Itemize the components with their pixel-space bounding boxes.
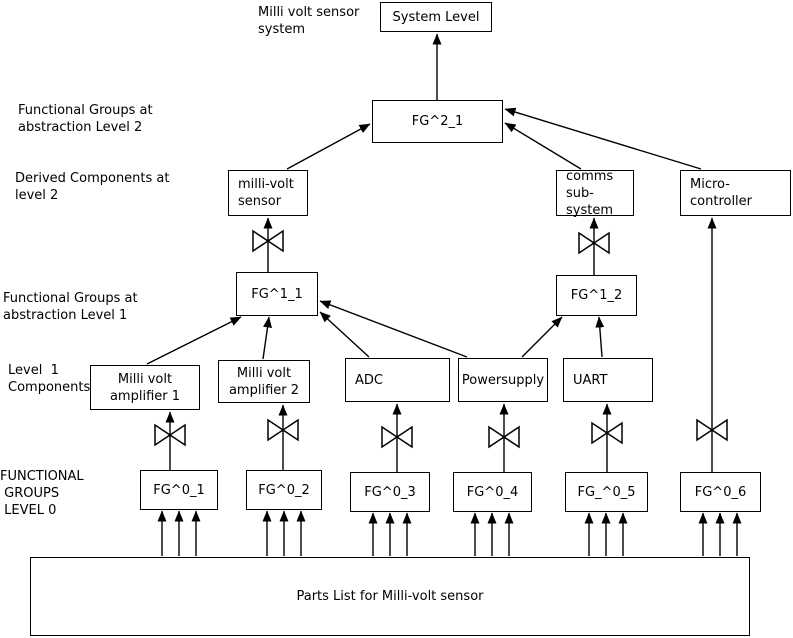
node-fg1-2: FG^1_2 [556, 275, 637, 316]
bowtie-icon [267, 418, 299, 442]
node-fg0-2: FG^0_2 [246, 470, 322, 510]
bowtie-icon [488, 425, 520, 449]
node-powersupply: Powersupply [458, 358, 548, 402]
arrow-powersupply-to-fg1-2 [521, 316, 563, 358]
arrow-amp2-to-fg1-1 [262, 316, 272, 360]
arrow-sensor-to-fg2-1 [286, 123, 371, 170]
label-functional-groups-level-1: Functional Groups at abstraction Level 1 [3, 291, 138, 323]
label-functional-groups-level-0: FUNCTIONAL GROUPS LEVEL 0 [0, 469, 84, 518]
node-fg0-1: FG^0_1 [140, 470, 218, 510]
node-adc: ADC [345, 358, 450, 402]
node-fg1-1: FG^1_1 [236, 272, 318, 316]
bowtie-icon [154, 423, 186, 447]
arrow-powersupply-to-fg1-1 [319, 300, 468, 358]
bowtie-icon [696, 418, 728, 442]
node-millivolt-amplifier-1: Milli volt amplifier 1 [90, 365, 200, 410]
bowtie-icon [578, 231, 610, 255]
label-derived-components-level-2: Derived Components at level 2 [15, 171, 170, 203]
arrow-amp1-to-fg1-1 [146, 316, 242, 365]
node-parts-list: Parts List for Milli-volt sensor [30, 557, 750, 636]
arrow-adc-to-fg1-1 [319, 311, 370, 358]
node-micro-controller: Micro- controller [680, 170, 791, 216]
node-fg0-4: FG^0_4 [453, 472, 532, 512]
arrow-micro-to-fg2-1 [504, 107, 702, 170]
node-system-level: System Level [380, 2, 492, 32]
node-millivolt-amplifier-2: Milli volt amplifier 2 [218, 360, 310, 403]
node-fg0-6: FG^0_6 [680, 472, 761, 512]
node-fg0-3: FG^0_3 [350, 472, 430, 512]
arrow-uart-to-fg1-2 [595, 316, 605, 358]
bowtie-icon [252, 229, 284, 253]
node-uart: UART [563, 358, 653, 402]
node-comms-subsystem: comms sub-system [556, 169, 634, 218]
node-fg0-5: FG_^0_5 [565, 472, 648, 512]
node-fg2-1: FG^2_1 [372, 100, 503, 143]
label-level-1-components: Level 1 Components [8, 363, 91, 395]
label-functional-groups-level-2: Functional Groups at abstraction Level 2 [18, 103, 153, 135]
arrow-comms-to-fg2-1 [504, 122, 582, 170]
node-millivolt-sensor: milli-volt sensor [228, 170, 308, 216]
bowtie-icon [591, 421, 623, 445]
bowtie-icon [381, 425, 413, 449]
label-system-title: Milli volt sensor system [258, 5, 360, 37]
